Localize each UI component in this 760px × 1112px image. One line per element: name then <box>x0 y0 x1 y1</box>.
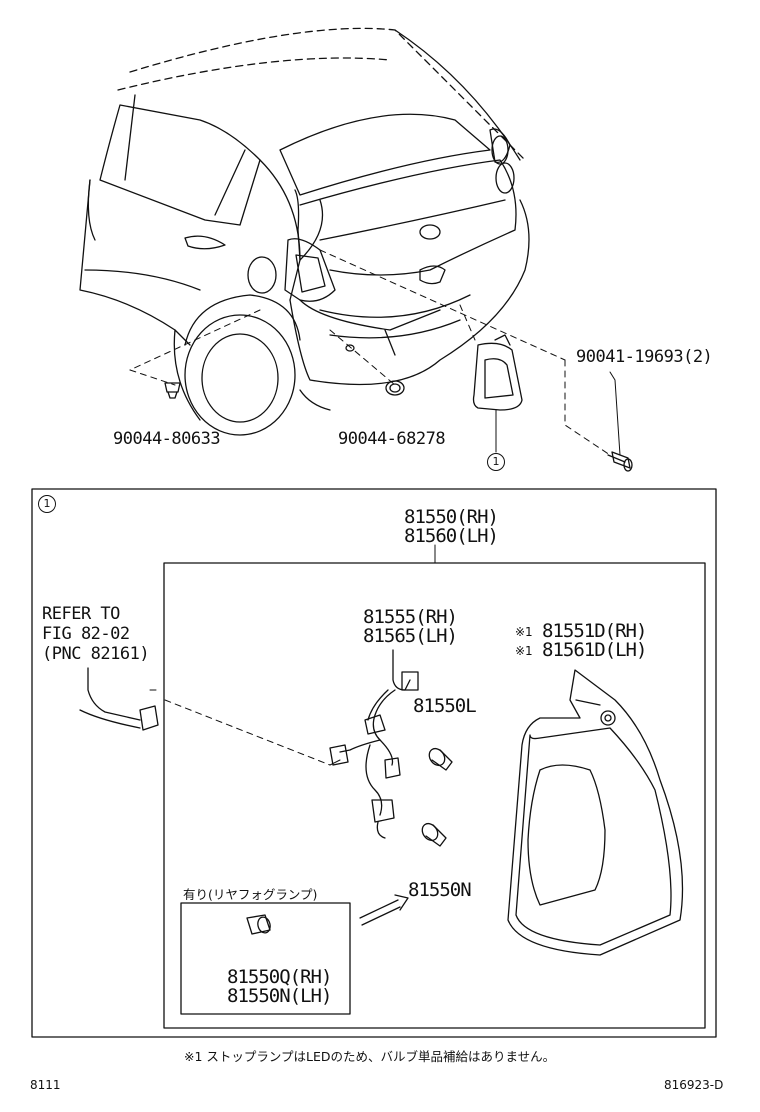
lens-lh-note-mark: ※1 <box>515 644 533 658</box>
tail-lamp-lens-illustration <box>507 669 684 956</box>
part-number-lens-rh: 81551D(RH) <box>542 620 647 642</box>
part-number-bolt: 90041-19693(2) <box>576 347 713 367</box>
arrow-icon <box>359 894 409 926</box>
callout-marker-top: 1 <box>487 453 505 471</box>
bolt-icon <box>607 451 633 472</box>
footer-left-code: 8111 <box>30 1078 61 1092</box>
callout-marker-frame: 1 <box>38 495 56 513</box>
bulb-fog-icon <box>246 914 271 935</box>
part-number-fog-rh: 81550Q(RH) <box>227 966 332 988</box>
leader-lines-top <box>129 249 611 456</box>
part-number-clip-left: 90044-80633 <box>113 429 221 449</box>
part-number-assy-lh: 81560(LH) <box>404 525 499 547</box>
fog-lamp-box <box>180 902 351 1015</box>
refer-line-3: (PNC 82161) <box>42 644 150 664</box>
connector-reference-illustration <box>79 667 159 731</box>
part-number-bulb-l: 81550L <box>413 695 477 717</box>
clip-left-icon <box>164 382 181 399</box>
car-body-illustration <box>79 27 530 436</box>
refer-line-1: REFER TO <box>42 604 120 624</box>
part-number-lens-lh: 81561D(LH) <box>542 639 647 661</box>
fog-box-title: 有り(リヤフォグランプ) <box>183 887 318 902</box>
part-number-assy-rh: 81550(RH) <box>404 506 499 528</box>
tail-lamp-removed-icon <box>472 334 523 411</box>
footer-right-code: 816923-D <box>664 1078 724 1092</box>
bulb-81550l-icon <box>428 747 453 771</box>
bulb-81550n-icon <box>421 822 447 847</box>
part-number-bulb-n: 81550N <box>408 879 472 901</box>
part-number-clip-center: 90044-68278 <box>338 429 446 449</box>
refer-line-2: FIG 82-02 <box>42 624 130 644</box>
part-number-harness-lh: 81565(LH) <box>363 625 458 647</box>
clip-center-icon <box>385 380 405 396</box>
wire-harness-illustration <box>329 649 419 839</box>
lens-rh-note-mark: ※1 <box>515 625 533 639</box>
part-number-harness-rh: 81555(RH) <box>363 606 458 628</box>
footnote: ※1 ストップランプはLEDのため、バルブ単品補給はありません。 <box>184 1049 556 1064</box>
callout-frame <box>31 488 717 1038</box>
part-number-fog-lh: 81550N(LH) <box>227 985 332 1007</box>
